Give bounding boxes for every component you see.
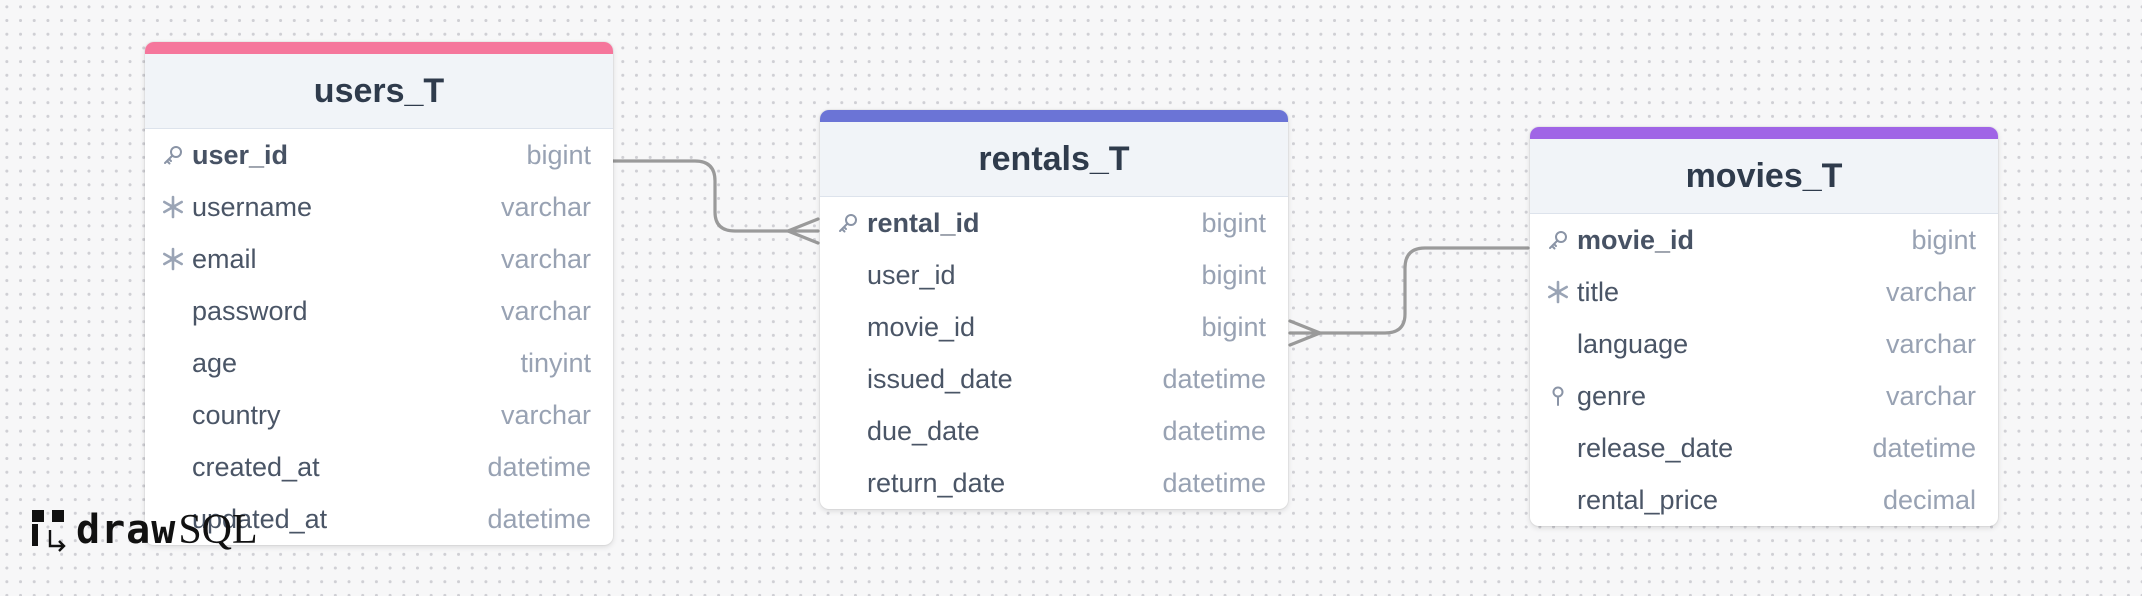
column-name: movie_id bbox=[867, 311, 976, 342]
column-type: varchar bbox=[500, 243, 591, 274]
column-row[interactable]: country varchar bbox=[145, 389, 613, 441]
table-accent-bar bbox=[820, 110, 1288, 122]
drawsql-logo-icon bbox=[32, 510, 66, 552]
table-header[interactable]: rentals_T bbox=[820, 122, 1288, 197]
column-name: country bbox=[192, 399, 281, 430]
table-header[interactable]: movies_T bbox=[1530, 139, 1998, 214]
column-name: updated_at bbox=[192, 503, 328, 534]
column-row[interactable]: age tinyint bbox=[145, 337, 613, 389]
column-row[interactable]: return_date datetime bbox=[820, 457, 1288, 509]
column-name: return_date bbox=[867, 467, 1006, 498]
column-name: issued_date bbox=[867, 363, 1013, 394]
column-name: user_id bbox=[192, 139, 289, 170]
column-name: email bbox=[192, 243, 257, 274]
column-name: age bbox=[192, 347, 238, 378]
column-name: password bbox=[192, 295, 308, 326]
column-row[interactable]: issued_date datetime bbox=[820, 353, 1288, 405]
column-type: varchar bbox=[500, 191, 591, 222]
column-type: bigint bbox=[1201, 311, 1266, 342]
column-name: language bbox=[1577, 328, 1689, 359]
column-row[interactable]: language varchar bbox=[1530, 318, 1998, 370]
snowflake-icon bbox=[161, 247, 185, 271]
crowfoot-rentals-user bbox=[786, 217, 820, 245]
column-name: rental_id bbox=[867, 207, 980, 238]
column-name: genre bbox=[1577, 380, 1647, 411]
column-name: created_at bbox=[192, 451, 320, 482]
column-type: decimal bbox=[1882, 484, 1976, 515]
column-row[interactable]: updated_at datetime bbox=[145, 493, 613, 545]
column-type: datetime bbox=[1162, 467, 1266, 498]
column-type: datetime bbox=[487, 451, 591, 482]
column-name: due_date bbox=[867, 415, 980, 446]
column-row[interactable]: user_id bigint bbox=[820, 249, 1288, 301]
column-type: bigint bbox=[526, 139, 591, 170]
column-type: varchar bbox=[1885, 380, 1976, 411]
pin-icon bbox=[1546, 384, 1570, 408]
column-row[interactable]: rental_id bigint bbox=[820, 197, 1288, 249]
column-type: bigint bbox=[1911, 224, 1976, 255]
users-rentals-connector[interactable] bbox=[611, 159, 820, 233]
column-row[interactable]: due_date datetime bbox=[820, 405, 1288, 457]
column-type: datetime bbox=[1162, 363, 1266, 394]
table-accent-bar bbox=[1530, 127, 1998, 139]
column-type: bigint bbox=[1201, 259, 1266, 290]
column-row[interactable]: password varchar bbox=[145, 285, 613, 337]
column-name: movie_id bbox=[1577, 224, 1695, 255]
column-name: user_id bbox=[867, 259, 956, 290]
column-row[interactable]: email varchar bbox=[145, 233, 613, 285]
column-type: varchar bbox=[500, 295, 591, 326]
key-icon bbox=[1546, 228, 1570, 252]
column-name: rental_price bbox=[1577, 484, 1719, 515]
column-name: release_date bbox=[1577, 432, 1734, 463]
column-row[interactable]: movie_id bigint bbox=[1530, 214, 1998, 266]
key-icon bbox=[161, 143, 185, 167]
column-row[interactable]: rental_price decimal bbox=[1530, 474, 1998, 526]
column-row[interactable]: movie_id bigint bbox=[820, 301, 1288, 353]
table-header[interactable]: users_T bbox=[145, 54, 613, 129]
column-row[interactable]: genre varchar bbox=[1530, 370, 1998, 422]
column-row[interactable]: release_date datetime bbox=[1530, 422, 1998, 474]
table-name: rentals_T bbox=[978, 139, 1130, 178]
crowfoot-rentals-movie bbox=[1288, 319, 1322, 347]
column-type: varchar bbox=[500, 399, 591, 430]
drawsql-logo[interactable]: draw SQL bbox=[30, 507, 258, 553]
column-name: title bbox=[1577, 276, 1620, 307]
column-type: tinyint bbox=[520, 347, 591, 378]
table-name: movies_T bbox=[1685, 156, 1843, 195]
column-name: username bbox=[192, 191, 313, 222]
table-accent-bar bbox=[145, 42, 613, 54]
column-row[interactable]: username varchar bbox=[145, 181, 613, 233]
column-type: varchar bbox=[1885, 328, 1976, 359]
column-row[interactable]: created_at datetime bbox=[145, 441, 613, 493]
snowflake-icon bbox=[1546, 280, 1570, 304]
column-row[interactable]: user_id bigint bbox=[145, 129, 613, 181]
logo-text-draw: draw bbox=[76, 507, 177, 553]
logo-text-sql: SQL bbox=[178, 507, 258, 553]
column-type: varchar bbox=[1885, 276, 1976, 307]
column-type: datetime bbox=[487, 503, 591, 534]
column-type: datetime bbox=[1872, 432, 1976, 463]
key-icon bbox=[836, 211, 860, 235]
snowflake-icon bbox=[161, 195, 185, 219]
table-name: users_T bbox=[313, 71, 445, 110]
column-row[interactable]: title varchar bbox=[1530, 266, 1998, 318]
column-type: datetime bbox=[1162, 415, 1266, 446]
movies-rentals-connector[interactable] bbox=[1288, 246, 1530, 335]
column-type: bigint bbox=[1201, 207, 1266, 238]
